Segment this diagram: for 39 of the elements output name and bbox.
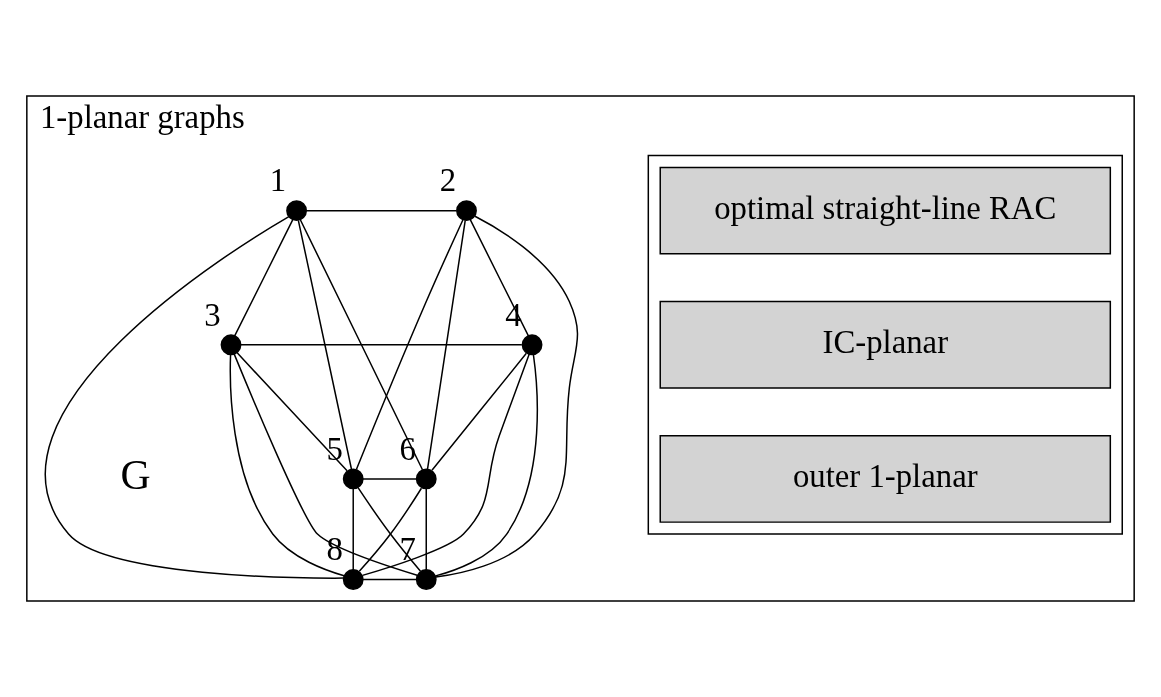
node-box: IC-planar [659,300,1112,389]
connector [44,215,345,579]
label: G [120,452,151,499]
node-circle [342,468,364,490]
connector [434,353,538,577]
connector [469,219,529,337]
node-box: outer 1-planar [659,434,1112,523]
node-label: 2 [439,162,457,199]
node-circle [415,569,437,590]
connector [425,487,427,571]
connector [361,353,530,577]
node-box: optimal straight-line RAC [659,166,1112,255]
node-label: 3 [204,296,221,333]
connector [426,219,466,471]
connector [435,215,579,578]
node-circle [521,334,543,356]
node-label: 5 [326,430,343,467]
connector [362,478,418,480]
connector [233,353,418,577]
node-circle [415,468,437,490]
connector [297,219,353,471]
connector [236,351,348,472]
connector [305,209,458,212]
node-label: 6 [399,430,416,467]
node-circle [286,200,307,222]
node-label: 4 [505,296,522,333]
cluster [647,154,1123,535]
node-circle [220,334,242,356]
connector [352,487,354,571]
connector [240,344,523,346]
connector [234,219,294,337]
connector [362,578,418,581]
connector [431,352,528,472]
node-circle [456,200,477,222]
node-circle [342,569,364,590]
node-label: 1 [269,162,287,199]
connector [299,219,424,471]
connector [229,354,345,577]
connector [355,219,464,471]
